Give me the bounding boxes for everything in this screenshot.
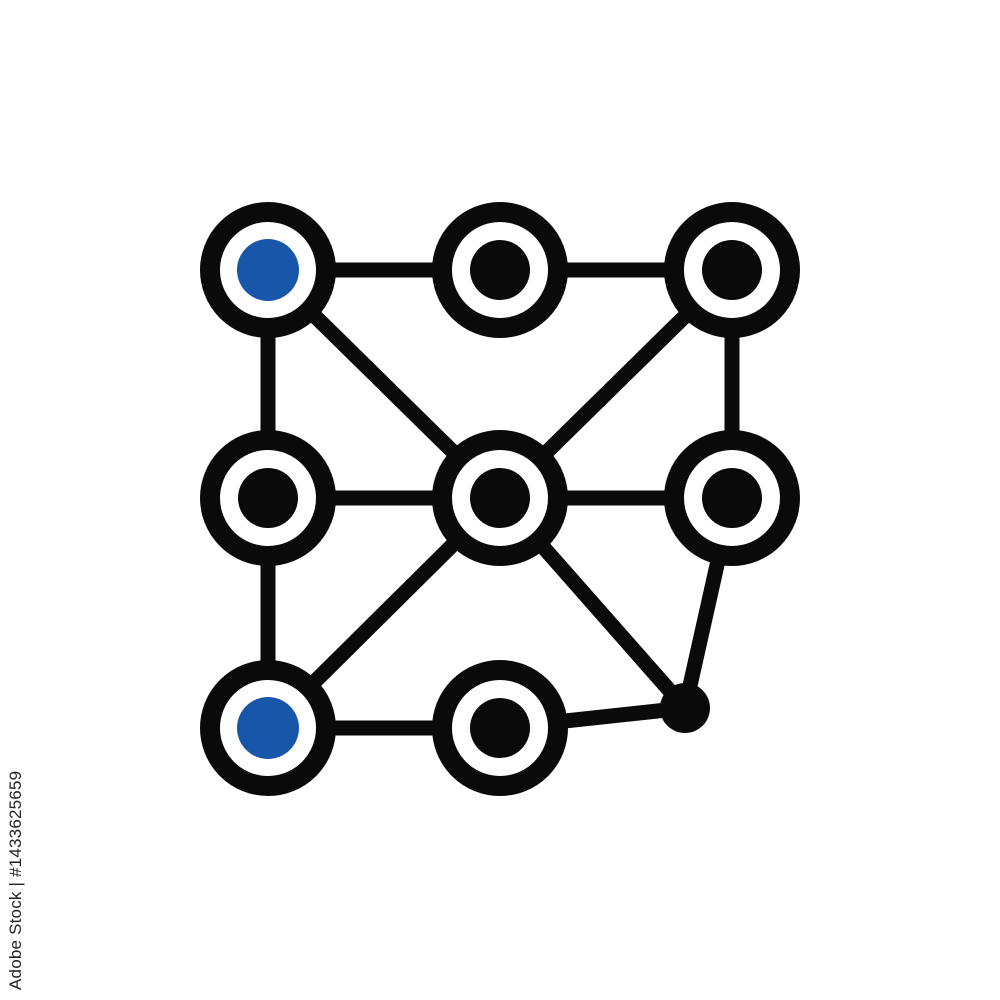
- node-center-blue: [237, 239, 299, 301]
- node-center: [702, 240, 762, 300]
- node-center: [238, 468, 298, 528]
- junction-dot: [660, 683, 710, 733]
- node-center: [470, 468, 530, 528]
- node-center: [702, 468, 762, 528]
- stock-id-label: Adobe Stock | #1433625659: [6, 770, 25, 990]
- node-center: [470, 240, 530, 300]
- node-center: [470, 698, 530, 758]
- node-center-blue: [237, 697, 299, 759]
- node-center-group: [237, 239, 762, 759]
